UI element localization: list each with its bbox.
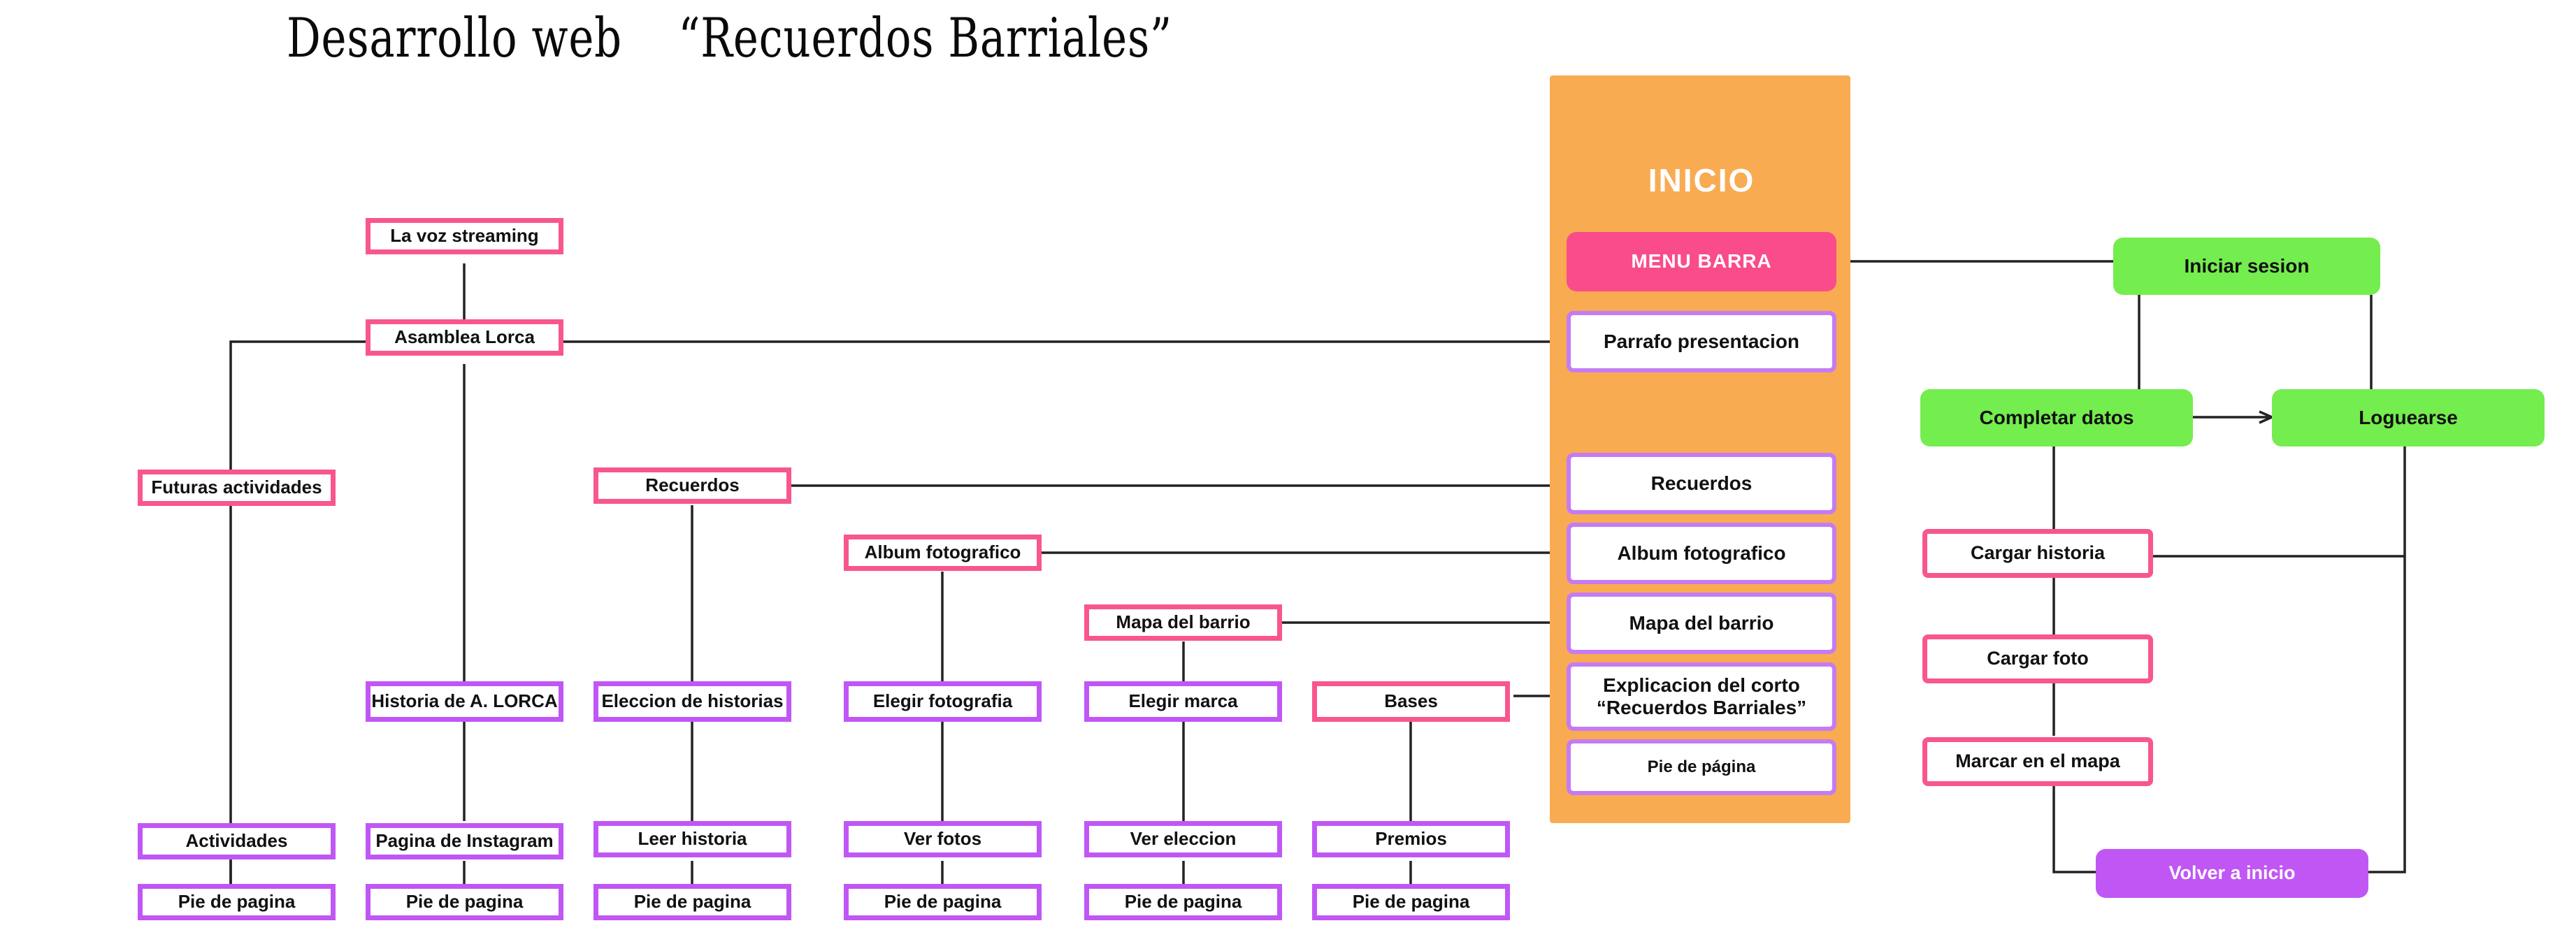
node-ver-eleccion[interactable]: Ver eleccion <box>1084 821 1282 857</box>
node-bases[interactable]: Bases <box>1312 681 1510 722</box>
node-ver-fotos[interactable]: Ver fotos <box>844 821 1042 857</box>
node-mapa-del-barrio[interactable]: Mapa del barrio <box>1084 604 1282 641</box>
inicio-item-album-fotografico[interactable]: Album fotografico <box>1567 523 1836 584</box>
node-loguearse[interactable]: Loguearse <box>2272 389 2545 447</box>
node-pie-de-pagina-4[interactable]: Pie de pagina <box>844 884 1042 920</box>
inicio-item-menu-barra[interactable]: MENU BARRA <box>1567 232 1836 291</box>
node-completar-datos[interactable]: Completar datos <box>1920 389 2193 447</box>
node-la-voz-streaming[interactable]: La voz streaming <box>366 218 563 254</box>
inicio-item-recuerdos[interactable]: Recuerdos <box>1567 453 1836 514</box>
inicio-item-pie-de-pagina[interactable]: Pie de página <box>1567 739 1836 795</box>
node-cargar-foto[interactable]: Cargar foto <box>1922 634 2153 683</box>
inicio-panel-title: INICIO <box>1648 162 1755 198</box>
node-leer-historia[interactable]: Leer historia <box>593 821 791 857</box>
node-asamblea-lorca[interactable]: Asamblea Lorca <box>366 319 563 356</box>
node-historia-de-a-lorca[interactable]: Historia de A. LORCA <box>366 681 563 722</box>
node-cargar-historia[interactable]: Cargar historia <box>1922 529 2153 578</box>
page-title: Desarrollo web “Recuerdos Barriales” <box>287 7 1172 70</box>
node-iniciar-sesion[interactable]: Iniciar sesion <box>2113 238 2380 295</box>
node-elegir-marca[interactable]: Elegir marca <box>1084 681 1282 722</box>
node-elegir-fotografia[interactable]: Elegir fotografia <box>844 681 1042 722</box>
inicio-item-parrafo-presentacion[interactable]: Parrafo presentacion <box>1567 311 1836 372</box>
node-album-fotografico[interactable]: Album fotografico <box>844 535 1042 571</box>
node-actividades[interactable]: Actividades <box>138 823 336 859</box>
node-futuras-actividades[interactable]: Futuras actividades <box>138 470 336 506</box>
node-pie-de-pagina-2[interactable]: Pie de pagina <box>366 884 563 920</box>
node-pie-de-pagina-3[interactable]: Pie de pagina <box>593 884 791 920</box>
node-pagina-de-instagram[interactable]: Pagina de Instagram <box>366 823 563 859</box>
node-premios[interactable]: Premios <box>1312 821 1510 857</box>
node-volver-a-inicio[interactable]: Volver a inicio <box>2096 849 2368 898</box>
node-pie-de-pagina-6[interactable]: Pie de pagina <box>1312 884 1510 920</box>
inicio-item-mapa-del-barrio[interactable]: Mapa del barrio <box>1567 593 1836 654</box>
node-marcar-en-el-mapa[interactable]: Marcar en el mapa <box>1922 737 2153 786</box>
node-eleccion-de-historias[interactable]: Eleccion de historias <box>593 681 791 722</box>
node-recuerdos[interactable]: Recuerdos <box>593 467 791 504</box>
inicio-item-explicacion-del-corto[interactable]: Explicacion del corto “Recuerdos Barrial… <box>1567 662 1836 731</box>
node-pie-de-pagina-5[interactable]: Pie de pagina <box>1084 884 1282 920</box>
node-pie-de-pagina-1[interactable]: Pie de pagina <box>138 884 336 920</box>
